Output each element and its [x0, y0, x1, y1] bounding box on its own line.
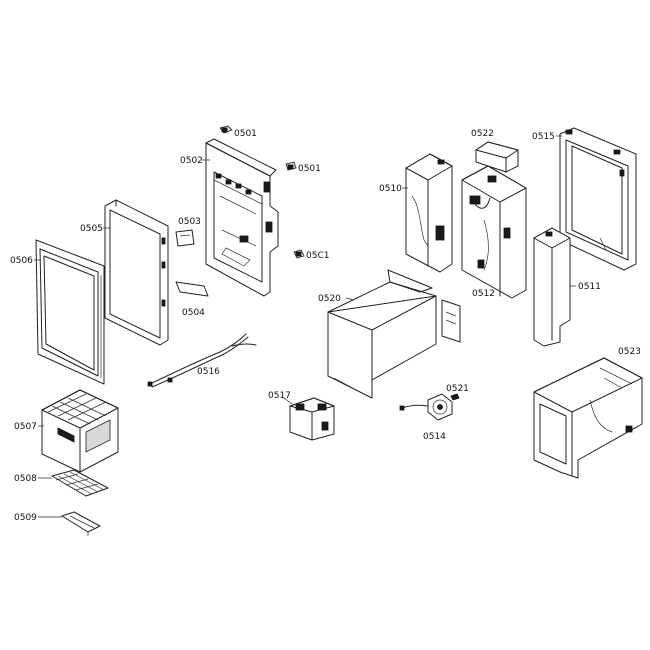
label-0501-side: 0501	[298, 164, 321, 174]
part-0514-fan	[399, 393, 453, 421]
part-0508-grate	[51, 469, 109, 497]
label-0514: 0514	[423, 432, 446, 442]
part-0501-clip-side	[285, 161, 297, 171]
part-0523-drawer	[533, 357, 643, 479]
part-0507-ice-bucket	[41, 389, 119, 473]
part-0501-clip-top	[219, 125, 233, 134]
label-05C1: 05C1	[306, 251, 329, 261]
part-0517-bracket	[289, 397, 335, 441]
label-0507: 0507	[14, 422, 37, 432]
part-05C1-clip	[293, 249, 305, 259]
part-0506-door-frame	[35, 239, 105, 385]
label-0505: 0505	[80, 224, 103, 234]
part-0515-frame	[559, 127, 637, 271]
label-0516: 0516	[197, 367, 220, 377]
label-0515: 0515	[532, 132, 555, 142]
bucket-grid	[47, 393, 107, 425]
part-0505-door-panel	[104, 199, 169, 346]
label-0517: 0517	[268, 391, 291, 401]
part-0521-screw	[450, 393, 460, 401]
leader-0517	[283, 397, 293, 405]
label-0508: 0508	[14, 474, 37, 484]
label-0501-top: 0501	[234, 129, 257, 139]
part-0503-plate	[175, 229, 195, 247]
label-0510: 0510	[379, 184, 402, 194]
label-0523: 0523	[618, 347, 641, 357]
part-0511-panel	[533, 227, 571, 347]
label-0504: 0504	[182, 308, 205, 318]
part-0509-slider	[61, 511, 101, 536]
label-0522: 0522	[471, 129, 494, 139]
label-0509: 0509	[14, 513, 37, 523]
label-0506: 0506	[10, 256, 33, 266]
label-0520: 0520	[318, 294, 341, 304]
part-0510-duct	[405, 153, 453, 273]
part-0516-wire	[147, 333, 257, 388]
label-0511: 0511	[578, 282, 601, 292]
part-0512-assembly	[461, 165, 527, 299]
part-0520-bracket-box	[327, 269, 461, 399]
label-0503: 0503	[178, 217, 201, 227]
label-0502: 0502	[180, 156, 203, 166]
part-0504-plate	[175, 281, 209, 297]
part-0522-cover	[475, 141, 519, 173]
part-0502-ice-maker-housing	[205, 138, 279, 297]
label-0521: 0521	[446, 384, 469, 394]
label-0512: 0512	[472, 289, 495, 299]
leader-0520	[345, 297, 355, 301]
